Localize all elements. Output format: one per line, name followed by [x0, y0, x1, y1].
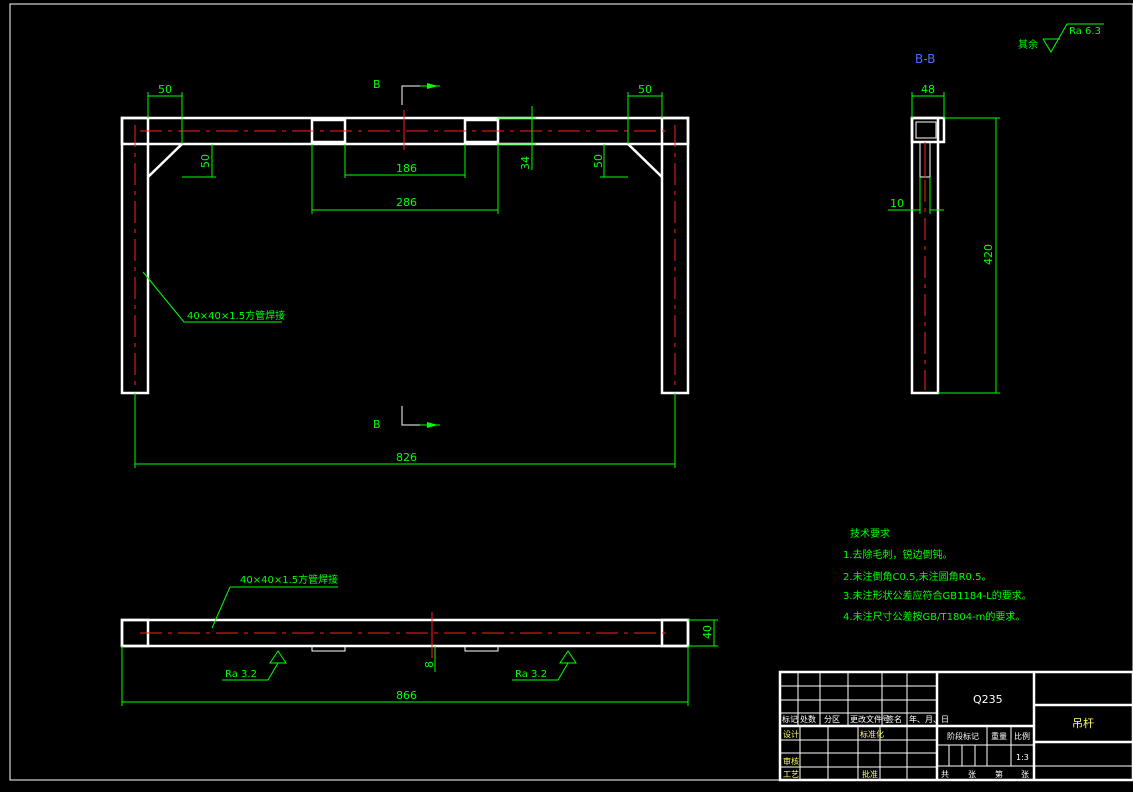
dim-34: 34: [519, 156, 532, 170]
tb-row-process: 工艺: [783, 770, 799, 779]
dim-50-brace-right: 50: [592, 154, 605, 168]
brace-right: [627, 143, 663, 178]
side-view: B-B 48 10 420: [888, 52, 1000, 395]
tb-ratio: 比例: [1014, 731, 1030, 741]
dim-48: 48: [921, 83, 935, 96]
tb-header-date: 年、月、日: [909, 714, 949, 724]
tech-item-2: 2.未注倒角C0.5,未注圆角R0.5。: [843, 570, 991, 583]
roughness-rest-prefix: 其余: [1018, 38, 1038, 51]
dim-186: 186: [396, 162, 417, 175]
brace-left: [147, 143, 183, 178]
section-b-bottom: B: [373, 418, 381, 431]
dim-420: 420: [982, 244, 995, 265]
tb-header-doc: 更改文件号: [850, 714, 890, 724]
leader-bottom-label: 40×40×1.5方管焊接: [240, 573, 338, 586]
drawing-border: [9, 3, 1133, 781]
dim-10: 10: [890, 197, 904, 210]
roughness-rest: 其余 Ra 6.3: [1018, 23, 1104, 53]
dim-40: 40: [701, 625, 714, 639]
leader-front-label: 40×40×1.5方管焊接: [187, 309, 285, 322]
dim-826: 826: [396, 451, 417, 464]
tech-item-4: 4.未注尺寸公差按GB/T1804-m的要求。: [843, 610, 1025, 623]
tb-row-review: 审核: [783, 756, 799, 766]
tech-item-1: 1.去除毛刺，锐边倒钝。: [843, 548, 953, 561]
dim-50-top-right: 50: [638, 83, 652, 96]
tb-part-name: 吊杆: [1072, 716, 1094, 730]
dim-866: 866: [396, 689, 417, 702]
roughness-bottom-right: Ra 3.2: [515, 669, 547, 680]
tb-header-mark: 标记: [782, 714, 798, 724]
dim-50-brace-left: 50: [199, 154, 212, 168]
tb-header-zone: 分区: [824, 715, 840, 724]
roughness-bottom-left: Ra 3.2: [225, 669, 257, 680]
tb-sheet-4: 张: [1021, 770, 1029, 779]
bottom-view: 40×40×1.5方管焊接 40 866 8 Ra 3.2 Ra 3.2: [120, 573, 718, 706]
roughness-rest-value: Ra 6.3: [1069, 26, 1101, 37]
tb-standardize: 标准化: [860, 729, 884, 739]
front-dimensions: 50 50 50 50 186 286 34 826: [134, 83, 676, 468]
tb-material: Q235: [973, 693, 1003, 706]
dim-8: 8: [423, 661, 436, 668]
section-b-top: B: [373, 78, 381, 91]
tb-row-design: 设计: [783, 729, 799, 739]
tb-weight: 重量: [991, 731, 1007, 741]
tech-requirements: 技术要求 1.去除毛刺，锐边倒钝。 2.未注倒角C0.5,未注圆角R0.5。 3…: [843, 527, 1032, 623]
tb-stage-mark: 阶段标记: [947, 731, 979, 741]
tb-sheet-2: 张: [968, 770, 976, 779]
dim-286: 286: [396, 196, 417, 209]
tb-approve: 批准: [862, 769, 878, 779]
tb-header-count: 处数: [800, 714, 816, 724]
tb-scale: 1:3: [1016, 753, 1029, 762]
section-markers: B B: [373, 78, 440, 431]
dim-50-top-left: 50: [158, 83, 172, 96]
tech-item-3: 3.未注形状公差应符合GB1184-L的要求。: [843, 589, 1032, 602]
section-title: B-B: [915, 52, 935, 66]
tech-title: 技术要求: [850, 527, 890, 540]
tb-header-sign: 签名: [886, 714, 902, 724]
title-block: 标记 处数 分区 更改文件号 签名 年、月、日 设计 标准化 审核 工艺 批准 …: [778, 670, 1133, 782]
tb-sheet-3: 第: [995, 769, 1003, 779]
tb-sheet-1: 共: [941, 770, 949, 779]
front-view: [120, 110, 690, 395]
